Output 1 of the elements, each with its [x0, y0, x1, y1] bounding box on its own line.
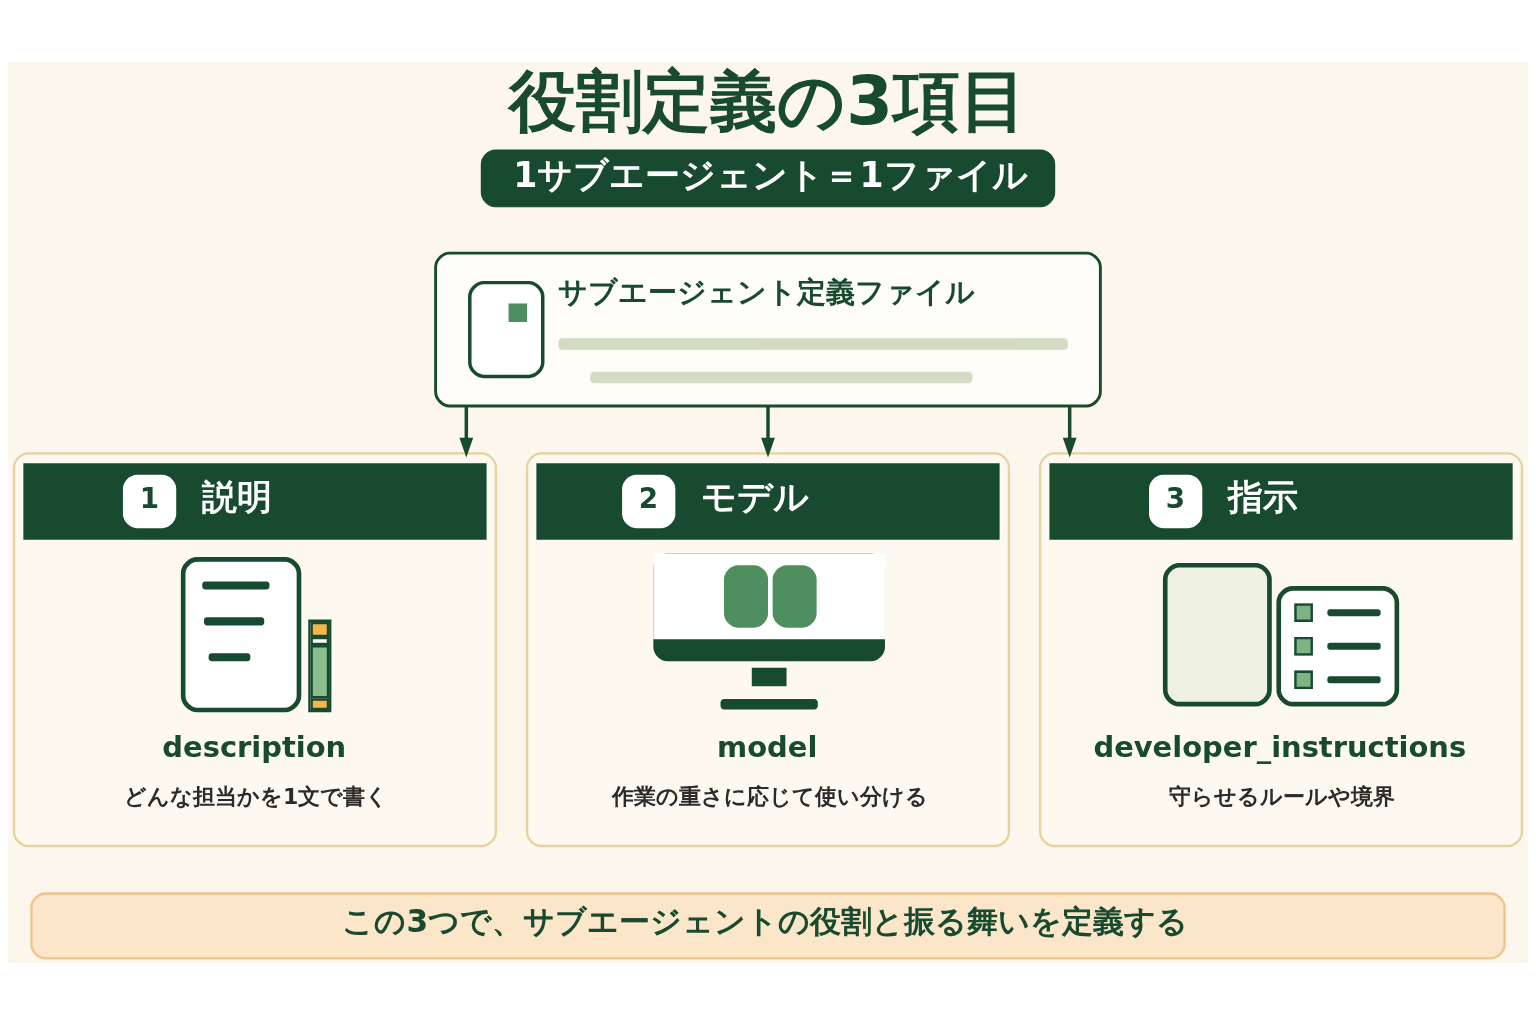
diagram-title: 役割定義の3項目 [509, 61, 1027, 140]
